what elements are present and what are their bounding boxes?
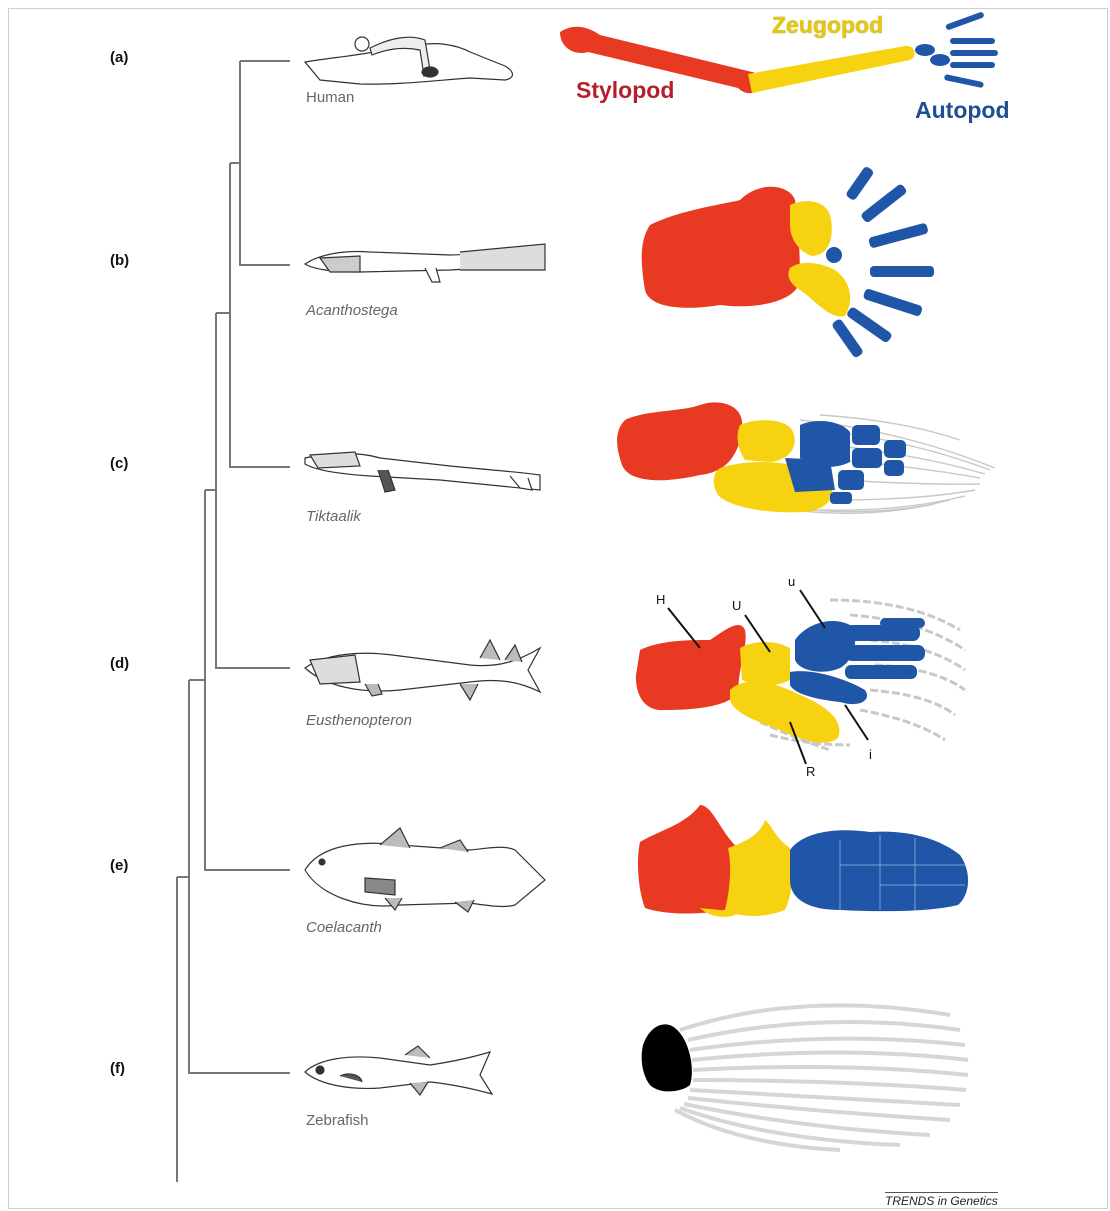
human-zeugopod-bone (748, 46, 915, 93)
coelacanth-illustration (305, 828, 545, 912)
eusthenopteron-fin-bones (636, 590, 965, 764)
journal-credit: TRENDS in Genetics (885, 1192, 998, 1208)
tiktaalik-illustration (305, 452, 540, 492)
panel-label-d: (d) (110, 655, 129, 672)
phylogenetic-tree (177, 61, 290, 1182)
taxon-name-acanthostega: Acanthostega (306, 302, 398, 319)
panel-label-f: (f) (110, 1060, 125, 1077)
panel-label-e: (e) (110, 857, 128, 874)
taxon-name-human: Human (306, 89, 354, 106)
zebrafish-illustration (305, 1046, 492, 1095)
coelacanth-fin-bones (638, 805, 968, 917)
panel-label-c: (c) (110, 455, 128, 472)
taxon-name-zebrafish: Zebrafish (306, 1112, 369, 1129)
taxon-name-eusthenopteron: Eusthenopteron (306, 712, 412, 729)
panel-label-b: (b) (110, 252, 129, 269)
autopod-label: Autopod (915, 97, 1010, 124)
zeugopod-label: Zeugopod (772, 12, 883, 39)
bone-label-ulnare: u (788, 574, 795, 589)
bone-label-radius: R (806, 764, 815, 779)
stylopod-label: Stylopod (576, 77, 674, 104)
tiktaalik-fin-bones (617, 402, 995, 513)
bone-label-humerus: H (656, 592, 665, 607)
human-autopod-bones (915, 11, 998, 88)
acanthostega-illustration (305, 244, 545, 282)
zebrafish-fin-bones (642, 1005, 968, 1150)
bone-label-ulna: U (732, 598, 741, 613)
taxon-name-coelacanth: Coelacanth (306, 919, 382, 936)
bone-label-intermedium: i (869, 747, 872, 762)
zebrafish-fin-rays (675, 1005, 968, 1150)
taxon-name-tiktaalik: Tiktaalik (306, 508, 361, 525)
human-illustration (305, 37, 513, 84)
acanthostega-limb-bones (642, 166, 934, 359)
panel-label-a: (a) (110, 49, 128, 66)
eusthenopteron-illustration (305, 640, 540, 700)
